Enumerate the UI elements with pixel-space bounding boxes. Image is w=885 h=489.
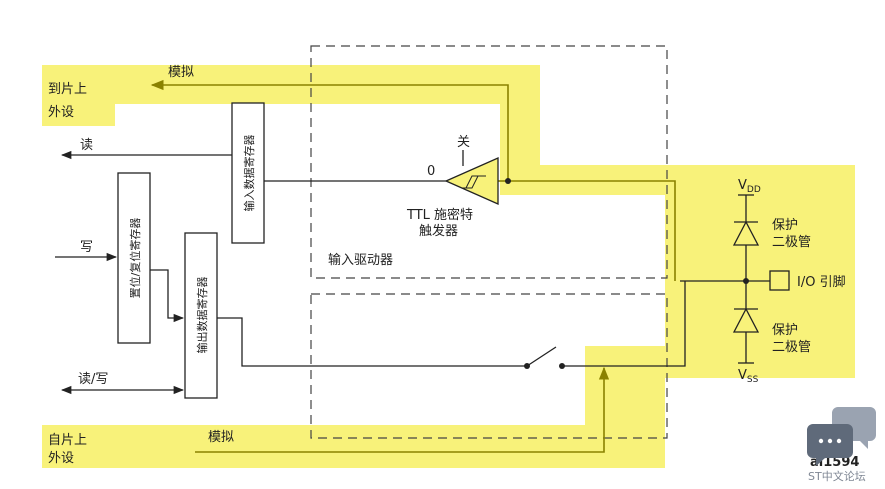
set-reset-register-label: 置位/复位寄存器	[128, 218, 142, 299]
chat-bubble-logo-icon	[807, 407, 876, 466]
switch-to-pin-line	[562, 281, 686, 367]
io-pin-label: I/O 引脚	[797, 274, 846, 290]
from-onchip-label-line2: 外设	[48, 451, 74, 466]
input-data-register-label: 输入数据寄存器	[242, 135, 256, 212]
input-driver-label: 输入驱动器	[328, 252, 393, 268]
io-pin-square-icon	[769, 270, 790, 291]
analog-bottom-label: 模拟	[208, 430, 234, 445]
vdd-label: VDD	[738, 178, 761, 195]
analog-junction-dot	[505, 178, 511, 184]
analog-top-label: 模拟	[168, 65, 194, 80]
diode-icon-top	[732, 220, 760, 246]
zero-label: 0	[427, 164, 435, 179]
read-write-label: 读/写	[78, 372, 108, 387]
write-label: 写	[80, 240, 93, 255]
schmitt-label-line1: TTL 施密特	[406, 207, 473, 223]
protect-diode-bottom-label1: 保护	[772, 323, 798, 338]
diode-icon-bottom	[732, 307, 760, 333]
from-onchip-label-line1: 自片上	[48, 433, 87, 448]
read-label: 读	[80, 138, 93, 153]
output-data-register	[184, 232, 218, 399]
switch-blade	[526, 346, 557, 367]
to-onchip-label-line1: 到片上	[48, 82, 87, 97]
analog-from-onchip-line	[195, 366, 610, 453]
output-path-line	[217, 317, 527, 367]
pin-junction-dot	[743, 278, 749, 284]
pin-area-highlight	[680, 165, 855, 378]
setreset-to-output-line	[150, 269, 185, 323]
protect-diode-top-label1: 保护	[772, 218, 798, 233]
switch-contact-right	[559, 363, 565, 369]
input-driver-box	[310, 45, 668, 279]
set-reset-register	[117, 172, 151, 344]
digital-signal-lines	[55, 150, 770, 395]
schmitt-trigger-buffer-icon	[444, 157, 499, 205]
analog-path-highlight-bottom	[42, 346, 665, 468]
output-data-register-label: 输出数据寄存器	[195, 277, 209, 354]
off-label: 关	[457, 135, 470, 150]
protect-diode-top-label2: 二极管	[772, 235, 811, 250]
input-data-register	[231, 102, 265, 244]
switch-contact-left	[524, 363, 530, 369]
schmitt-label-line2: 触发器	[419, 223, 458, 239]
watermark-text: ST中文论坛	[808, 469, 866, 483]
highlight-areas	[42, 65, 855, 468]
to-onchip-label-line2: 外设	[48, 105, 74, 120]
vss-label: VSS	[738, 368, 759, 385]
protect-diode-bottom-label2: 二极管	[772, 340, 811, 355]
